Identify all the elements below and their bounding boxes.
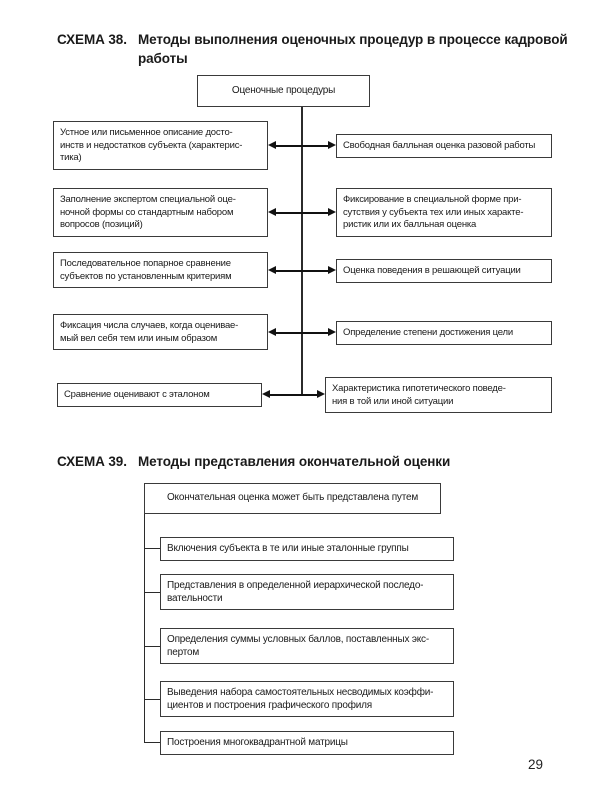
arrow-shaft <box>272 269 332 272</box>
page-number: 29 <box>528 757 544 772</box>
schema39-title-text: Методы представления окончательной оценк… <box>138 454 451 469</box>
arrow-shaft <box>272 331 332 334</box>
flowchart-box-right-2: Фиксирование в специальной форме при- су… <box>336 188 552 237</box>
schema39-title: СХЕМА 39. Методы представления окончател… <box>57 452 600 471</box>
flowchart-item-4: Выведения набора самостоятельных несводи… <box>160 681 454 717</box>
schema38-label: СХЕМА 38. <box>57 32 127 47</box>
flowchart-root-box: Оценочные процедуры <box>197 75 370 107</box>
arrowhead-left-icon <box>268 266 276 274</box>
flowchart-item-1: Включения субъекта в те или иные эталонн… <box>160 537 454 561</box>
flowchart-box-left-4: Фиксация числа случаев, когда оценивае- … <box>53 314 268 350</box>
arrowhead-right-icon <box>328 266 336 274</box>
connector-stub-5 <box>144 742 160 743</box>
flowchart-item-5: Построения многоквадрантной матрицы <box>160 731 454 755</box>
flowchart-box-right-4: Определение степени достижения цели <box>336 321 552 345</box>
flowchart-box-right-3: Оценка поведения в решающей ситуации <box>336 259 552 283</box>
double-arrow-4 <box>268 328 336 337</box>
arrowhead-right-icon <box>328 141 336 149</box>
arrowhead-left-icon <box>268 141 276 149</box>
flowchart-box-right-5: Характеристика гипотетического поведе- н… <box>325 377 552 413</box>
arrow-shaft <box>272 211 332 214</box>
double-arrow-3 <box>268 266 336 275</box>
schema38-title-text: Методы выполнения оценочных процедур в п… <box>138 32 568 66</box>
double-arrow-1 <box>268 141 336 150</box>
connector-stub-1 <box>144 548 160 549</box>
connector-stub-2 <box>144 592 160 593</box>
flowchart-box-left-5: Сравнение оценивают с эталоном <box>57 383 262 407</box>
arrowhead-right-icon <box>317 390 325 398</box>
arrow-shaft <box>272 144 332 147</box>
connector-stub-4 <box>144 699 160 700</box>
arrowhead-left-icon <box>268 208 276 216</box>
center-spine-line <box>301 107 303 395</box>
flowchart-root-box: Окончательная оценка может быть представ… <box>144 483 441 514</box>
arrowhead-left-icon <box>268 328 276 336</box>
flowchart-box-right-1: Свободная балльная оценка разовой работы <box>336 134 552 158</box>
schema38-title: СХЕМА 38. Методы выполнения оценочных пр… <box>57 30 600 68</box>
arrow-shaft <box>266 393 321 396</box>
flowchart-item-3: Определения суммы условных баллов, поста… <box>160 628 454 664</box>
double-arrow-5 <box>262 390 325 399</box>
schema39-label: СХЕМА 39. <box>57 454 127 469</box>
double-arrow-2 <box>268 208 336 217</box>
arrowhead-left-icon <box>262 390 270 398</box>
connector-stub-3 <box>144 646 160 647</box>
flowchart-box-left-3: Последовательное попарное сравнение субъ… <box>53 252 268 288</box>
left-spine-line <box>144 514 145 743</box>
arrowhead-right-icon <box>328 328 336 336</box>
flowchart-box-left-1: Устное или письменное описание досто- ин… <box>53 121 268 170</box>
arrowhead-right-icon <box>328 208 336 216</box>
flowchart-item-2: Представления в определенной иерархическ… <box>160 574 454 610</box>
flowchart-box-left-2: Заполнение экспертом специальной оце- но… <box>53 188 268 237</box>
